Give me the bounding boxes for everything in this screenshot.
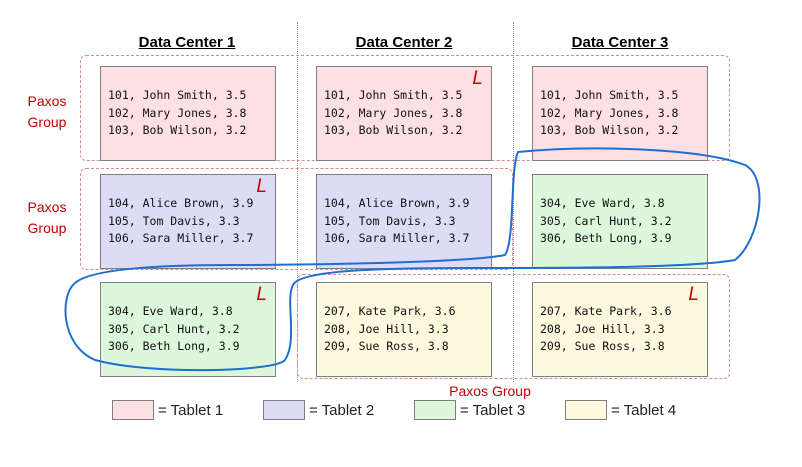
record-row: 106, Sara Miller, 3.7 <box>324 231 470 246</box>
data-center-3-header: Data Center 3 <box>571 34 669 51</box>
record-row: 105, Tom Davis, 3.3 <box>108 213 240 228</box>
record-row: 101, John Smith, 3.5 <box>108 88 247 103</box>
separator-dc1-dc2 <box>297 22 298 382</box>
record-row: 102, Mary Jones, 3.8 <box>540 105 679 120</box>
record-row: 101, John Smith, 3.5 <box>540 88 679 103</box>
label-line: Group <box>27 114 67 130</box>
record-row: 306, Beth Long, 3.9 <box>540 231 672 246</box>
legend-item-tablet-3: = Tablet 3 <box>414 400 525 420</box>
paxos-group-4 <box>297 274 730 379</box>
record-row: 304, Eve Ward, 3.8 <box>108 304 233 319</box>
record-row: 304, Eve Ward, 3.8 <box>540 196 665 211</box>
tablet-3-replica-dc1: L 304, Eve Ward, 3.8 305, Carl Hunt, 3.2… <box>100 282 276 377</box>
data-center-2-header: Data Center 2 <box>355 34 453 51</box>
record-row: 104, Alice Brown, 3.9 <box>324 196 470 211</box>
label-line: Paxos <box>27 199 67 215</box>
tablet-2-replica-dc2: 104, Alice Brown, 3.9 105, Tom Davis, 3.… <box>316 174 492 269</box>
record-row: 104, Alice Brown, 3.9 <box>108 196 254 211</box>
legend-item-tablet-2: = Tablet 2 <box>263 400 374 420</box>
leader-marker: L <box>256 284 267 305</box>
paxos-group-4-label: Paxos Group <box>449 383 531 399</box>
tablet-2-replica-dc1: L 104, Alice Brown, 3.9 105, Tom Davis, … <box>100 174 276 269</box>
legend-item-tablet-4: = Tablet 4 <box>565 400 676 420</box>
annotation-loop-path <box>64 147 761 372</box>
tablet-4-replica-dc2: 207, Kate Park, 3.6 208, Joe Hill, 3.3 2… <box>316 282 492 377</box>
legend-swatch <box>112 400 154 420</box>
record-row: 209, Sue Ross, 3.8 <box>324 339 449 354</box>
label-line: Group <box>27 220 67 236</box>
tablet-1-replica-dc2: L 101, John Smith, 3.5 102, Mary Jones, … <box>316 66 492 161</box>
record-row: 103, Bob Wilson, 3.2 <box>324 123 463 138</box>
legend-label: = Tablet 1 <box>158 401 224 419</box>
leader-marker: L <box>688 284 699 305</box>
tablet-1-replica-dc1: 101, John Smith, 3.5 102, Mary Jones, 3.… <box>100 66 276 161</box>
record-row: 209, Sue Ross, 3.8 <box>540 339 665 354</box>
record-row: 102, Mary Jones, 3.8 <box>108 105 247 120</box>
record-row: 101, John Smith, 3.5 <box>324 88 463 103</box>
separator-dc2-dc3 <box>513 22 514 382</box>
tablet-4-replica-dc3: L 207, Kate Park, 3.6 208, Joe Hill, 3.3… <box>532 282 708 377</box>
legend-item-tablet-1: = Tablet 1 <box>112 400 223 420</box>
record-row: 208, Joe Hill, 3.3 <box>324 321 449 336</box>
record-row: 207, Kate Park, 3.6 <box>324 304 456 319</box>
label-line: Paxos <box>27 93 67 109</box>
record-row: 306, Beth Long, 3.9 <box>108 339 240 354</box>
data-center-1-header: Data Center 1 <box>138 34 236 51</box>
paxos-group-1-label: Paxos Group <box>17 91 77 133</box>
paxos-group-2 <box>80 168 513 270</box>
tablet-3-replica-dc3: 304, Eve Ward, 3.8 305, Carl Hunt, 3.2 3… <box>532 174 708 269</box>
record-row: 103, Bob Wilson, 3.2 <box>540 123 679 138</box>
legend-swatch <box>263 400 305 420</box>
record-row: 305, Carl Hunt, 3.2 <box>108 321 240 336</box>
record-row: 305, Carl Hunt, 3.2 <box>540 213 672 228</box>
legend-swatch <box>414 400 456 420</box>
record-row: 207, Kate Park, 3.6 <box>540 304 672 319</box>
legend-label: = Tablet 4 <box>611 401 677 419</box>
leader-marker: L <box>472 68 483 89</box>
record-row: 103, Bob Wilson, 3.2 <box>108 123 247 138</box>
paxos-group-2-label: Paxos Group <box>17 197 77 239</box>
record-row: 105, Tom Davis, 3.3 <box>324 213 456 228</box>
legend-label: = Tablet 2 <box>309 401 375 419</box>
record-row: 102, Mary Jones, 3.8 <box>324 105 463 120</box>
tablet-1-replica-dc3: 101, John Smith, 3.5 102, Mary Jones, 3.… <box>532 66 708 161</box>
legend-swatch <box>565 400 607 420</box>
record-row: 106, Sara Miller, 3.7 <box>108 231 254 246</box>
record-row: 208, Joe Hill, 3.3 <box>540 321 665 336</box>
legend-label: = Tablet 3 <box>460 401 526 419</box>
leader-marker: L <box>256 176 267 197</box>
